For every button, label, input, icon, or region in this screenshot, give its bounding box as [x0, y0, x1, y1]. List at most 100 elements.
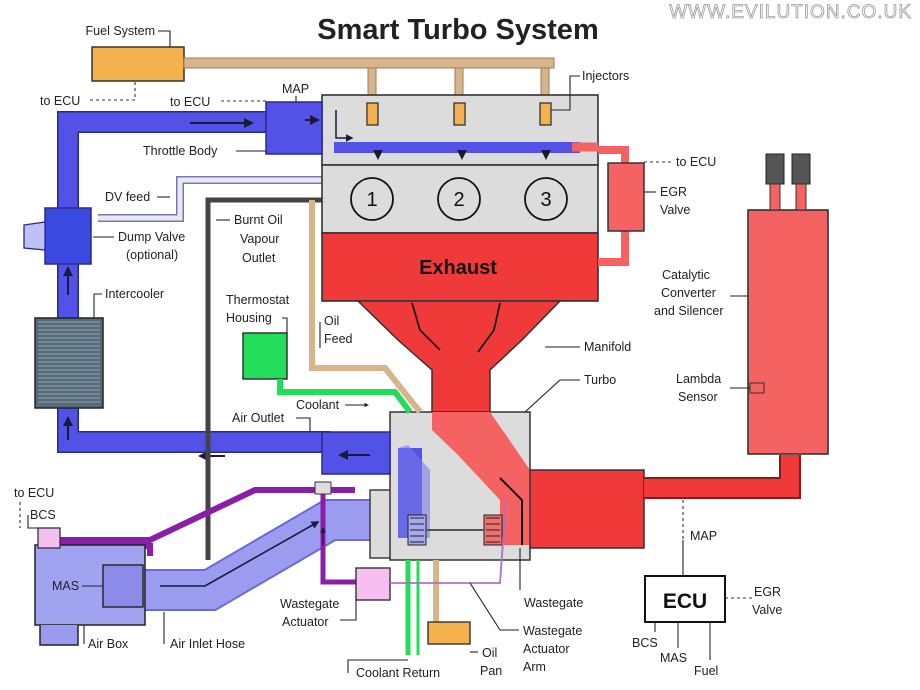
label-coolant-return: Coolant Return — [356, 666, 440, 680]
label-egr-to-ecu: to ECU — [676, 155, 716, 169]
leader-injectors — [551, 75, 580, 111]
label-air-outlet: Air Outlet — [232, 411, 285, 425]
label-air-inlet-hose: Air Inlet Hose — [170, 637, 245, 651]
label-lambda-1: Lambda — [676, 372, 721, 386]
label-egr-valve-1: EGR — [660, 185, 687, 199]
intake-runner — [334, 142, 580, 153]
cylinder-1-label: 1 — [366, 189, 377, 211]
fuel-system-box — [91, 46, 185, 82]
ecu-label: ECU — [663, 590, 707, 613]
catalytic-converter — [747, 209, 829, 455]
label-ecu-map: MAP — [690, 529, 717, 543]
leader-fuel-system — [158, 30, 171, 47]
label-ecu-fuel: Fuel — [694, 664, 718, 678]
downpipe — [644, 455, 799, 497]
label-thermostat-1: Thermostat — [226, 293, 290, 307]
label-fuel-system: Fuel System — [86, 24, 155, 38]
label-burnt-oil-1: Burnt Oil — [234, 213, 283, 227]
diagram-title: Smart Turbo System — [317, 14, 598, 46]
ecu-box — [644, 575, 726, 623]
leader-intercooler — [93, 293, 102, 318]
tailpipe-right-tip — [791, 153, 811, 185]
label-bcs: BCS — [30, 508, 56, 522]
label-oil-feed-2: Feed — [324, 332, 353, 346]
air-inlet-hose — [140, 501, 372, 609]
label-mas: MAS — [52, 579, 79, 593]
air-box-snorkel — [39, 625, 79, 646]
label-wastegate: Wastegate — [524, 596, 583, 610]
label-bcs-to-ecu: to ECU — [14, 486, 54, 500]
plenum-arrow — [335, 110, 354, 142]
label-lambda-2: Sensor — [678, 390, 718, 404]
label-ecu-bcs: BCS — [632, 636, 658, 650]
turbine-wheel-blades — [486, 517, 500, 543]
burnt-oil-vapour-line — [205, 197, 322, 560]
watermark: WWW.EVILUTION.CO.UK — [669, 2, 912, 23]
label-wastegate-actuator-2: Actuator — [282, 615, 329, 629]
mas-sensor — [102, 564, 144, 608]
label-ecu-egr-2: Valve — [752, 603, 782, 617]
bcs-solenoid — [37, 527, 61, 549]
label-catalytic-1: Catalytic — [662, 268, 710, 282]
leader-bcs — [27, 515, 38, 529]
cylinder-3 — [524, 177, 568, 221]
oil-feed-pipe — [309, 200, 423, 414]
flow-arrow-inlet — [160, 521, 320, 587]
compressor-wheel-blades — [410, 517, 424, 543]
exhaust-label: Exhaust — [419, 257, 497, 279]
cylinder-3-label: 3 — [540, 189, 551, 211]
wastegate-flap — [499, 477, 523, 545]
thermostat-housing — [242, 332, 288, 380]
injector-2 — [453, 102, 466, 126]
cylinder-1 — [350, 177, 394, 221]
lambda-sensor — [749, 382, 765, 394]
injector-1 — [366, 102, 379, 126]
label-thermostat-2: Housing — [226, 311, 272, 325]
leader-fuel-to-ecu — [90, 81, 136, 101]
manifold-flow-right — [477, 302, 501, 353]
manifold-flow-left — [411, 302, 441, 351]
label-injectors: Injectors — [582, 69, 629, 83]
dv-feed-line — [98, 177, 352, 221]
label-catalytic-3: and Silencer — [654, 304, 724, 318]
label-coolant: Coolant — [296, 398, 340, 412]
label-turbo: Turbo — [584, 373, 616, 387]
label-wastegate-arm-2: Actuator — [523, 642, 570, 656]
label-throttle-body: Throttle Body — [143, 144, 218, 158]
wastegate-actuator — [355, 567, 391, 601]
label-wastegate-arm-1: Wastegate — [523, 624, 582, 638]
bcs-line-upper — [60, 487, 355, 543]
label-fuel-to-ecu: to ECU — [40, 94, 80, 108]
fuel-rail — [183, 57, 555, 69]
intercooler — [34, 317, 104, 409]
throttle-body — [265, 101, 323, 155]
label-oil-pan-2: Pan — [480, 664, 502, 678]
label-burnt-oil-3: Outlet — [242, 251, 276, 265]
tailpipe-right — [795, 183, 807, 211]
oil-pan — [427, 621, 471, 645]
pressure-tap — [314, 481, 332, 495]
leader-wastegate-arm — [469, 582, 519, 631]
intake-pipe-bottom — [58, 408, 330, 452]
cylinder-2 — [437, 177, 481, 221]
dump-valve — [44, 207, 92, 265]
coolant-pipe — [277, 379, 413, 414]
label-ecu-mas: MAS — [660, 651, 687, 665]
label-dv-feed: DV feed — [105, 190, 150, 204]
label-egr-valve-2: Valve — [660, 203, 690, 217]
label-wastegate-actuator-1: Wastegate — [280, 597, 339, 611]
label-map-to-ecu: to ECU — [170, 95, 210, 109]
cylinder-2-label: 2 — [453, 189, 464, 211]
leader-thermostat — [282, 317, 288, 333]
tailpipe-left-tip — [765, 153, 785, 185]
label-dump-valve-1: Dump Valve — [118, 230, 185, 244]
leader-wastegate-actuator — [340, 600, 357, 621]
wastegate-actuator-arm — [390, 499, 507, 584]
leader-turbo — [524, 379, 580, 413]
turbo-exhaust-outlet — [529, 469, 645, 549]
dump-valve-vent — [23, 221, 46, 251]
leader-air-outlet — [296, 417, 311, 432]
exhaust-manifold — [356, 300, 562, 413]
injector-3 — [539, 102, 552, 126]
